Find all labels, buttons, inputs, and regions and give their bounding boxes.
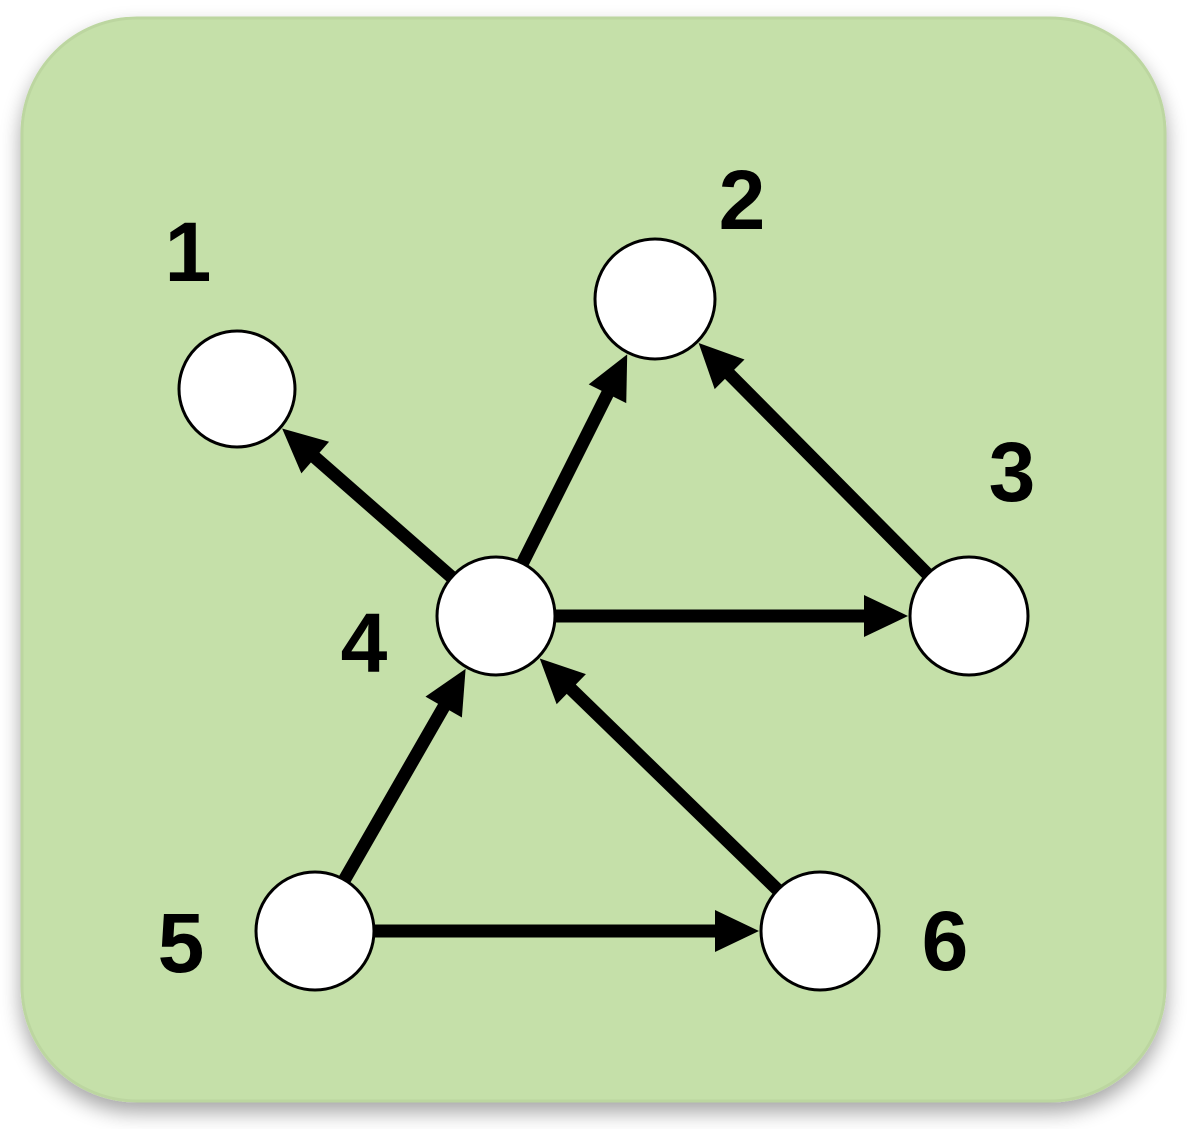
arrowhead-icon xyxy=(539,658,586,705)
node-5-label: 5 xyxy=(158,896,205,990)
edge-line xyxy=(565,683,783,895)
edge-4-1 xyxy=(282,428,456,583)
edge-4-3 xyxy=(555,595,908,637)
node-4-label: 4 xyxy=(341,596,388,690)
panel-background xyxy=(20,16,1167,1103)
edge-5-4 xyxy=(338,668,466,884)
edge-line xyxy=(723,368,933,579)
node-1[interactable] xyxy=(177,329,297,449)
edge-6-4 xyxy=(539,658,783,895)
edges-layer xyxy=(282,343,933,952)
node-3[interactable] xyxy=(908,555,1030,677)
node-2[interactable] xyxy=(593,237,717,361)
node-4[interactable] xyxy=(435,555,557,677)
edge-5-6 xyxy=(374,910,759,952)
edge-line xyxy=(309,451,456,583)
edge-4-2 xyxy=(516,354,628,567)
edge-line xyxy=(516,389,615,567)
node-3-label: 3 xyxy=(989,425,1036,519)
node-2-label: 2 xyxy=(719,153,766,247)
arrowhead-icon xyxy=(864,595,908,637)
nodes-layer xyxy=(177,237,1030,992)
node-6-label: 6 xyxy=(922,894,969,988)
arrowhead-icon xyxy=(698,343,745,390)
arrowhead-icon xyxy=(588,354,628,404)
node-5[interactable] xyxy=(254,870,376,992)
arrowhead-icon xyxy=(282,428,330,474)
edge-3-2 xyxy=(698,343,933,579)
edge-line xyxy=(338,702,451,884)
arrowhead-icon xyxy=(425,668,466,718)
labels-layer: 1 2 3 4 5 6 xyxy=(158,153,1036,990)
node-1-label: 1 xyxy=(165,205,212,299)
arrowhead-icon xyxy=(715,910,759,952)
node-6[interactable] xyxy=(759,870,881,992)
